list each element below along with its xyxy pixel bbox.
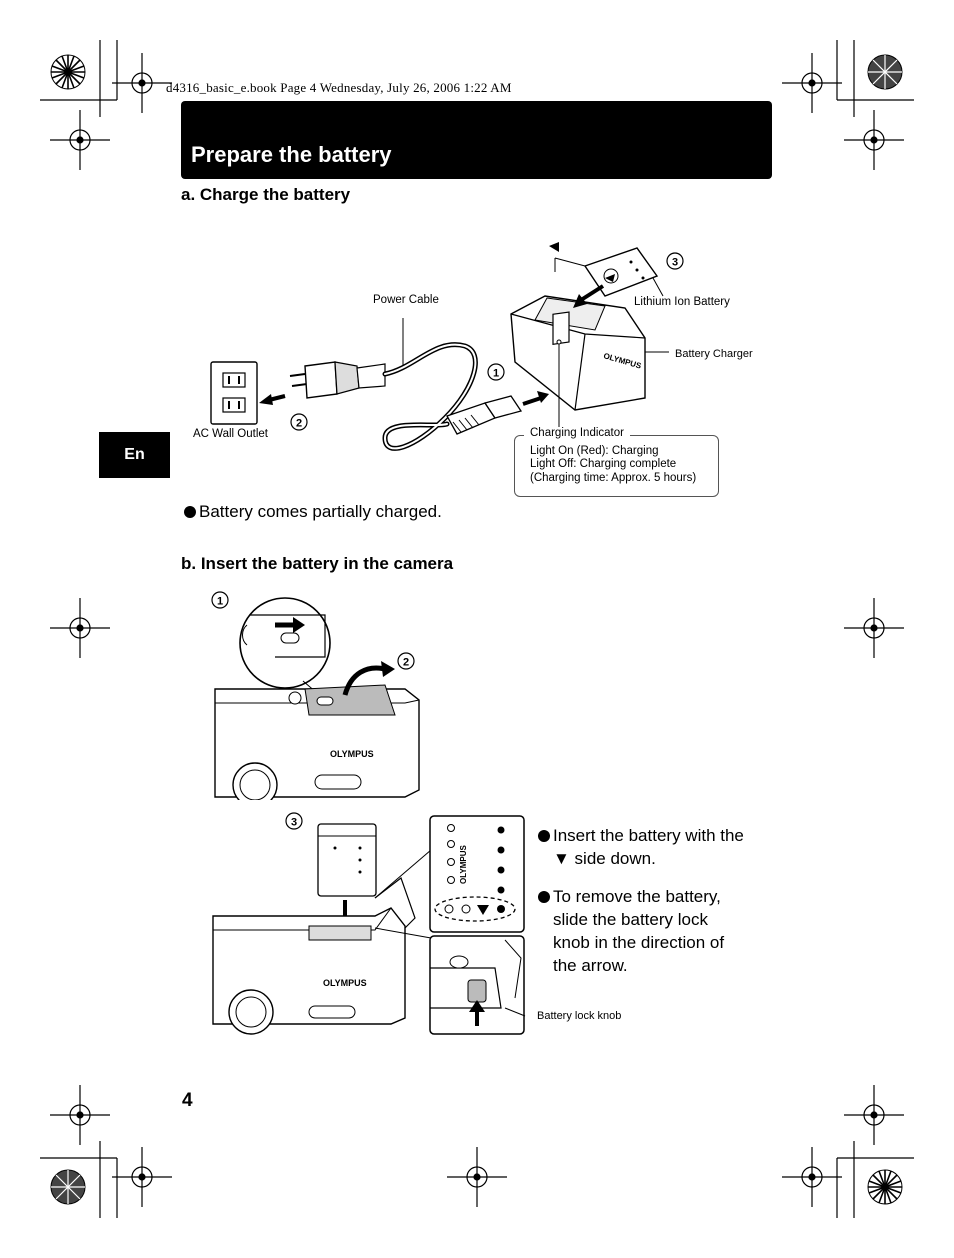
- language-tab: En: [99, 432, 170, 478]
- wall-outlet-graphic: [210, 361, 258, 425]
- charge-step-3: 3: [666, 252, 684, 270]
- power-cable-label: Power Cable: [373, 294, 439, 306]
- charge-step-2: 2: [290, 413, 308, 431]
- section-a-heading: a. Charge the battery: [181, 185, 351, 204]
- title-bar: Prepare the battery: [181, 101, 772, 179]
- svg-text:3: 3: [672, 257, 678, 269]
- section-b-heading: b. Insert the battery in the camera: [181, 554, 454, 573]
- indicator-line-1: Light On (Red): Charging: [530, 445, 659, 457]
- svg-text:2: 2: [296, 418, 302, 430]
- ac-outlet-label: AC Wall Outlet: [193, 428, 268, 440]
- battery-lock-label: Battery lock knob: [537, 1010, 622, 1022]
- remove-bullet-text: To remove the battery, slide the battery…: [553, 887, 725, 975]
- camera-insert-illustration: 3 OLYMPUS OLYMPUS: [212, 812, 526, 1035]
- battery-note-text: Battery comes partially charged.: [199, 502, 442, 521]
- camera-open-illustration: 1 2 OLYMPUS: [211, 591, 420, 800]
- charger-graphic: OLYMPUS: [510, 295, 646, 411]
- svg-text:3: 3: [291, 817, 297, 829]
- indicator-line-3: (Charging time: Approx. 5 hours): [530, 472, 697, 484]
- battery-graphic: [583, 247, 659, 297]
- file-header-note: d4316_basic_e.book Page 4 Wednesday, Jul…: [166, 80, 512, 95]
- page-number: 4: [182, 1090, 193, 1111]
- bullet-dot: [538, 830, 550, 842]
- insert-bullet: Insert the battery with the ▼ side down.: [538, 824, 748, 870]
- charging-indicator-title: Charging Indicator: [524, 427, 630, 439]
- svg-text:2: 2: [403, 657, 409, 669]
- connector-graphic: [446, 395, 523, 435]
- charging-illustration: OLYMPUS 1 2 3: [210, 242, 684, 451]
- battery-charger-label: Battery Charger: [675, 348, 753, 360]
- insert-step-1: 1: [211, 591, 229, 609]
- lithium-battery-label: Lithium Ion Battery: [634, 296, 730, 308]
- bullet-dot: [538, 891, 550, 903]
- insert-step-3: 3: [285, 812, 303, 830]
- insert-bullet-text: Insert the battery with the ▼ side down.: [553, 826, 744, 868]
- charge-step-1: 1: [487, 363, 505, 381]
- indicator-line-2: Light Off: Charging complete: [530, 458, 677, 470]
- bullet-dot: [184, 506, 196, 518]
- plug-graphic: [289, 361, 386, 399]
- page-title: Prepare the battery: [191, 142, 392, 167]
- remove-bullet: To remove the battery, slide the battery…: [538, 885, 748, 977]
- insert-step-2: 2: [397, 652, 415, 670]
- battery-note: Battery comes partially charged.: [184, 500, 584, 523]
- camera-brand-2: OLYMPUS: [323, 978, 367, 988]
- camera-brand-1: OLYMPUS: [330, 749, 374, 759]
- svg-text:1: 1: [217, 596, 223, 608]
- battery-brand: OLYMPUS: [459, 845, 468, 884]
- svg-text:1: 1: [493, 368, 499, 380]
